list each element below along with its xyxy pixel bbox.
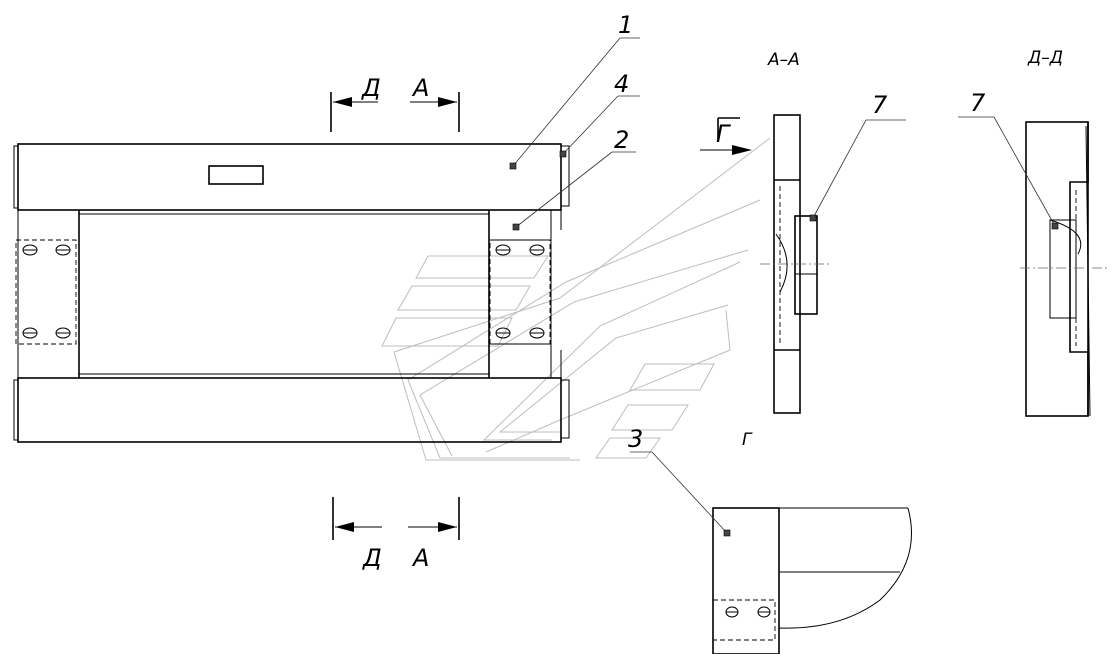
part-label-7-aa: 7 xyxy=(872,91,888,119)
section-letter-top-d: Д xyxy=(361,74,381,102)
section-dd xyxy=(1020,121,1110,417)
section-letter-bottom-d: Д xyxy=(362,544,382,572)
section-cut-top xyxy=(330,92,460,132)
part-label-4: 4 xyxy=(614,70,629,98)
view-arrow-g-label: Г xyxy=(716,120,731,148)
main-view xyxy=(13,143,570,443)
section-cut-bottom xyxy=(332,497,460,540)
leader-lines xyxy=(509,37,1059,537)
part-label-7-dd: 7 xyxy=(970,89,986,117)
detail-g xyxy=(712,507,912,654)
part-label-3: 3 xyxy=(628,425,643,453)
section-title-aa: А–А xyxy=(767,50,800,70)
part-label-2: 2 xyxy=(614,126,629,154)
ghost-isometric-outlines xyxy=(381,137,771,461)
detail-title-g: Г xyxy=(742,430,753,450)
section-letter-top-a: А xyxy=(411,74,429,102)
section-aa xyxy=(700,114,830,414)
section-title-dd: Д–Д xyxy=(1027,48,1063,68)
slotted-holes xyxy=(22,244,545,339)
part-label-1: 1 xyxy=(618,11,633,39)
section-letter-bottom-a: А xyxy=(411,544,429,572)
